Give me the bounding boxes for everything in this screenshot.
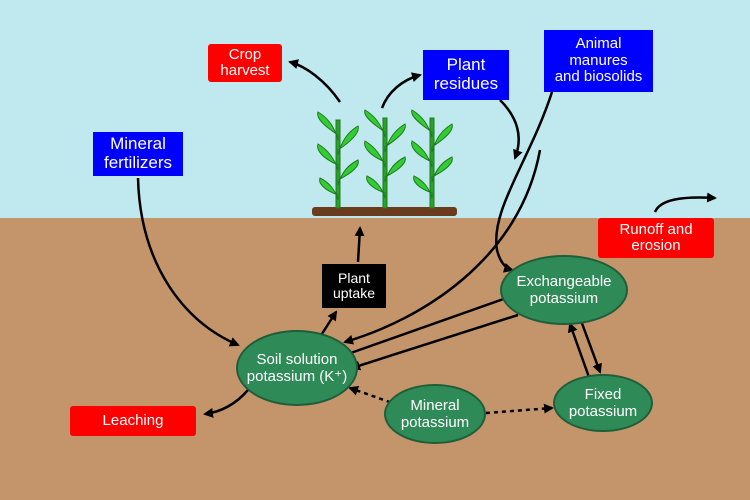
plant-bed [312,207,457,216]
arrow-residues-to-exchangeable [499,99,523,160]
arrow-uptake-to-plant [354,226,365,263]
arrow-mineral-to-fixed [485,403,554,415]
arrow-plant-to-harvest [288,59,342,103]
arrow-fertilizers-to-solution [136,177,240,347]
fixed-potassium-oval: Fixed potassium [553,374,653,432]
runoff-erosion-box: Runoff and erosion [598,218,714,258]
arrow-manures-to-solution [343,149,542,345]
soil-solution-potassium-oval: Soil solution potassium (K⁺) [236,330,358,406]
arrow-fixed-to-exchangeable [567,322,592,381]
arrow-runoff [653,192,717,213]
mineral-fertilizers-box: Mineral fertilizers [93,132,183,176]
arrow-plant-to-residues [380,72,422,109]
arrow-solution-to-exchangeable [344,293,514,357]
arrow-manures-to-exchangeable [494,91,554,273]
soil-background [0,218,750,500]
arrow-exchangeable-to-solution [350,313,519,371]
crop-harvest-box: Crop harvest [208,44,282,82]
plant-residues-box: Plant residues [423,50,509,100]
corn-plants-icon [317,109,453,209]
arrow-solution-to-leaching [203,389,249,418]
mineral-potassium-oval: Mineral potassium [384,384,486,444]
arrow-exchangeable-to-fixed [578,317,602,374]
animal-manures-box: Animal manures and biosolids [544,30,653,92]
leaching-box: Leaching [70,406,196,436]
exchangeable-potassium-oval: Exchangeable potassium [500,255,628,325]
plant-uptake-box: Plant uptake [322,264,386,308]
